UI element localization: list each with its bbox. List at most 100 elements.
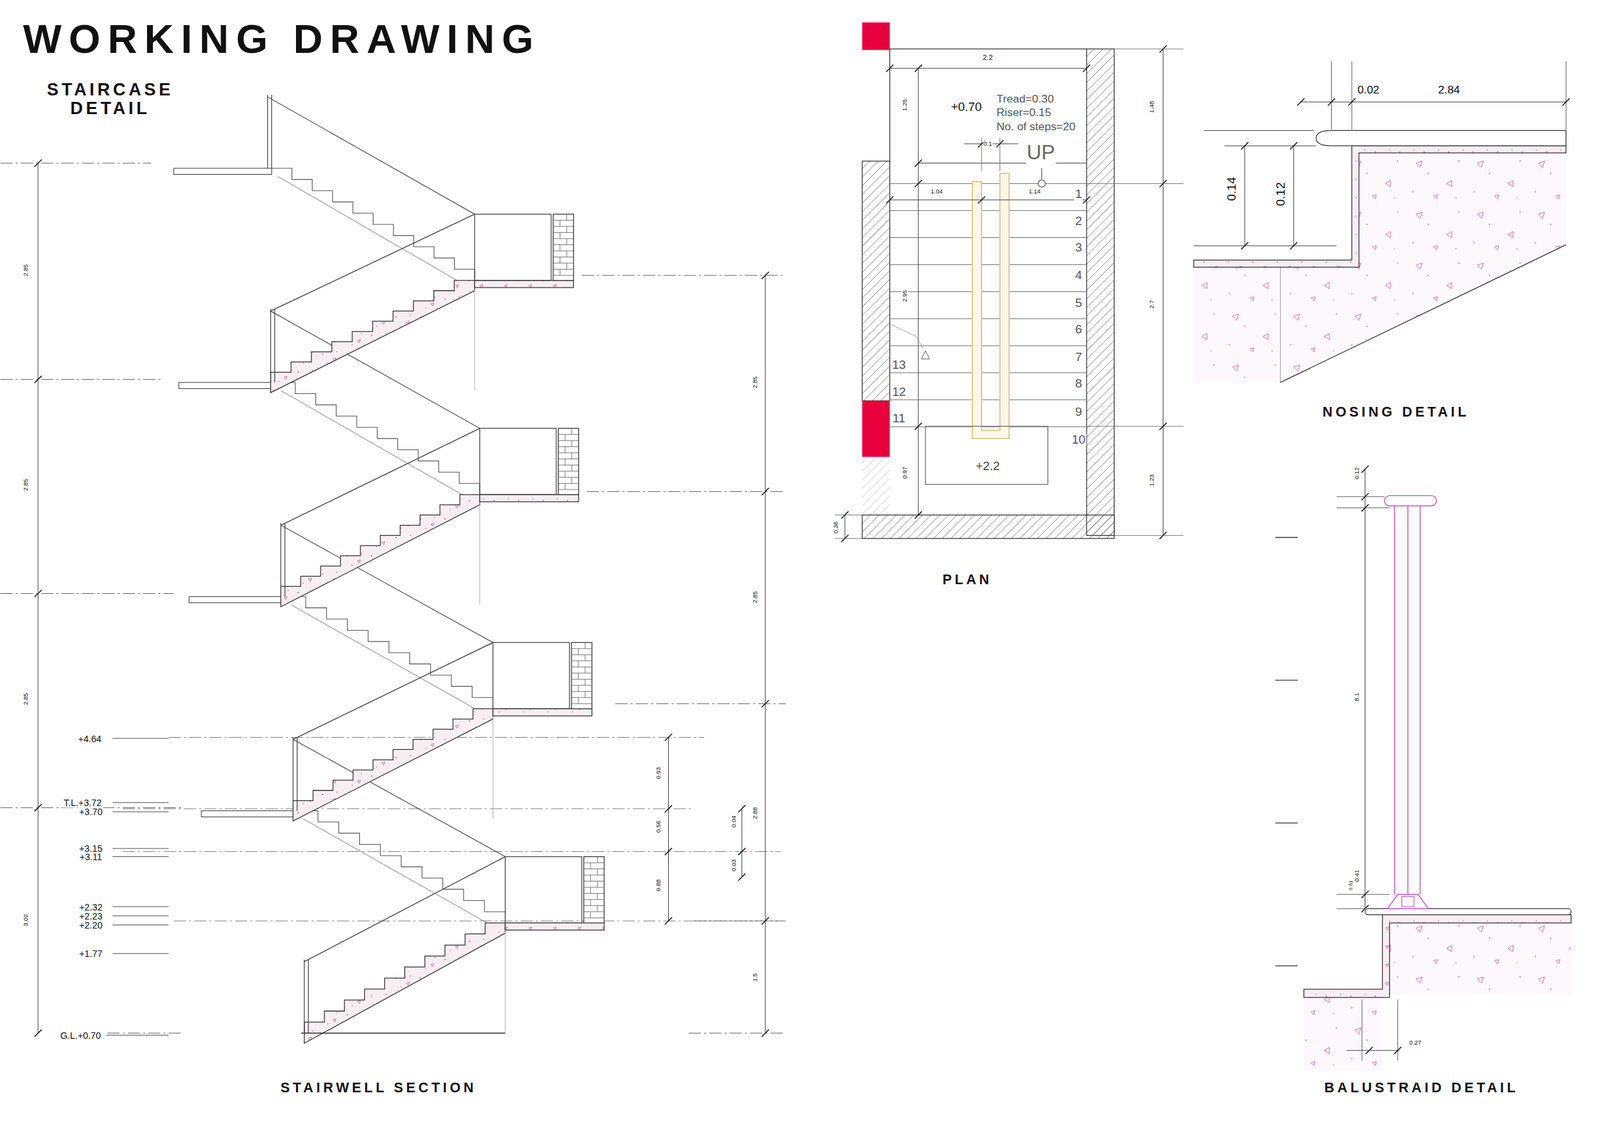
brick-course xyxy=(583,893,605,894)
dimension-label: 0.56 xyxy=(655,819,662,833)
dimension-label: 0.97 xyxy=(901,465,909,479)
dimension-label: 0.14 xyxy=(1225,176,1239,202)
dimension-tick xyxy=(914,423,922,431)
brick-joint xyxy=(559,269,561,276)
brick-course xyxy=(571,648,593,649)
dimension-label: 0.12 xyxy=(1274,181,1288,207)
dimension-line xyxy=(1244,145,1246,246)
landing-slab xyxy=(492,708,592,716)
level-label: +1.77 xyxy=(78,949,104,959)
brick-course xyxy=(558,464,580,466)
baluster-line xyxy=(1407,505,1408,895)
brick-course xyxy=(553,275,574,277)
dimension-label: 8.1 xyxy=(1353,691,1361,702)
brick-joint xyxy=(559,220,561,227)
wall-hatch xyxy=(862,515,1115,539)
screed-finish xyxy=(1303,915,1571,998)
nosing-cap xyxy=(1316,130,1566,146)
baluster-post xyxy=(284,523,286,597)
near-flight xyxy=(304,922,506,1044)
dimension-label: 0.02 xyxy=(1356,83,1381,96)
extension-line xyxy=(1336,507,1390,509)
red-marker xyxy=(862,401,890,458)
dimension-tick xyxy=(34,804,42,812)
brick-joint xyxy=(597,905,598,912)
dimension-line xyxy=(844,515,846,539)
brick-course xyxy=(558,458,580,460)
dimension-tick xyxy=(1297,98,1305,106)
brick-joint xyxy=(590,887,591,894)
near-flight xyxy=(280,494,480,607)
handrail xyxy=(304,857,506,963)
extension-line xyxy=(834,514,863,516)
far-flight-soffit xyxy=(280,390,480,505)
level-line xyxy=(0,593,175,594)
dimension-line xyxy=(1346,1050,1400,1052)
extension-line xyxy=(1336,496,1384,498)
brick-course xyxy=(583,868,605,870)
dimension-label: 1.5 xyxy=(751,972,759,983)
landing-railing xyxy=(474,214,552,281)
dimension-tick xyxy=(664,733,672,741)
extension-line xyxy=(834,538,863,540)
dimension-tick xyxy=(761,700,769,708)
dimension-tick xyxy=(761,488,769,496)
dimension-line xyxy=(668,737,669,922)
brick-joint xyxy=(577,673,579,680)
level-label: +0.70 xyxy=(949,100,983,114)
brick-course xyxy=(583,875,605,876)
dimension-tick xyxy=(761,271,769,279)
dimension-line xyxy=(1300,101,1566,103)
step-number: 4 xyxy=(1074,268,1083,282)
level-leader xyxy=(112,811,169,812)
brick-course xyxy=(558,446,580,447)
dimension-label: 2.95 xyxy=(901,289,909,303)
brick-joint xyxy=(597,881,598,888)
brick-course xyxy=(571,697,593,698)
tread-line xyxy=(889,345,1087,347)
brick-course xyxy=(553,238,574,240)
stair-note: No. of steps=20 xyxy=(995,120,1076,133)
dimension-tick xyxy=(1289,242,1297,250)
construction-line xyxy=(1280,266,1281,383)
baluster-post xyxy=(271,94,273,169)
level-leader xyxy=(112,915,169,917)
dimension-label: 3.02 xyxy=(22,913,30,927)
far-flight xyxy=(297,810,506,923)
brick-course xyxy=(571,679,593,680)
step-number: 9 xyxy=(1074,405,1083,419)
brick-joint xyxy=(577,661,579,667)
wall-hatch xyxy=(862,457,890,516)
level-label: +2.32 xyxy=(78,902,104,912)
dimension-label: 1.14 xyxy=(1027,188,1041,195)
brick-joint xyxy=(566,263,567,269)
plan-edge xyxy=(889,49,890,164)
brick-joint xyxy=(584,679,586,685)
level-label: +3.70 xyxy=(78,807,104,818)
brick-course xyxy=(571,672,593,674)
level-label: +2.23 xyxy=(78,911,104,921)
dimension-tick xyxy=(664,848,672,856)
level-leader xyxy=(112,856,169,858)
direction-dot xyxy=(1038,179,1046,188)
brick-joint xyxy=(559,245,561,251)
dimension-tick xyxy=(761,917,769,925)
dimension-label: 1.04 xyxy=(929,188,943,195)
level-leader xyxy=(112,848,169,849)
level-leader xyxy=(112,738,169,740)
dimension-tick xyxy=(914,511,922,519)
dimension-label: 0.93 xyxy=(655,766,662,780)
view-caption: PLAN xyxy=(941,572,993,587)
level-label: +4.64 xyxy=(77,733,102,744)
handrail xyxy=(280,428,480,525)
baluster-post xyxy=(308,959,309,1034)
dimension-label: 0.03 xyxy=(730,859,738,872)
brick-joint xyxy=(571,440,573,447)
dimension-tick xyxy=(738,848,746,856)
extension-line xyxy=(1086,183,1184,184)
brick-course xyxy=(553,256,574,258)
brick-joint xyxy=(584,666,586,673)
brick-joint xyxy=(566,214,567,220)
brick-course xyxy=(583,880,605,882)
brick-course xyxy=(553,268,574,270)
